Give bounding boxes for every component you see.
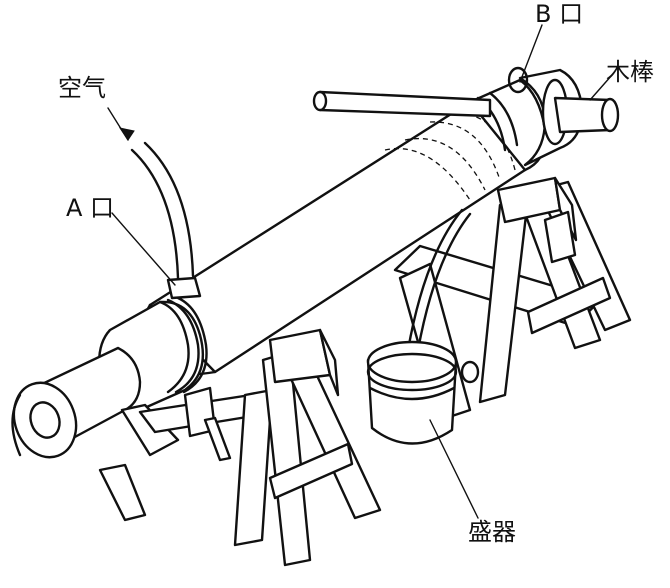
a-port-leader: [111, 212, 176, 286]
air-arrowhead: [118, 127, 135, 141]
drain-hose: [406, 208, 472, 352]
a-port-label: A 口: [66, 194, 114, 222]
container-bucket: [366, 340, 480, 445]
container-leader: [429, 419, 479, 519]
wooden-rod: [553, 96, 620, 134]
wooden-rod-leader: [589, 74, 613, 101]
left-sawhorse: [98, 328, 382, 567]
b-port-leader: [519, 24, 543, 83]
air-label: 空气: [58, 74, 106, 102]
handle-bar: [312, 90, 492, 118]
a-port-boss: [166, 276, 202, 300]
right-sawhorse: [393, 176, 632, 422]
b-port-label: B 口: [535, 0, 583, 28]
piston-rod: [11, 346, 142, 459]
leader-lines: [107, 24, 613, 519]
air-hose: [130, 141, 195, 280]
container-label: 盛器: [468, 518, 516, 546]
wooden-rod-label: 木棒: [606, 58, 654, 86]
